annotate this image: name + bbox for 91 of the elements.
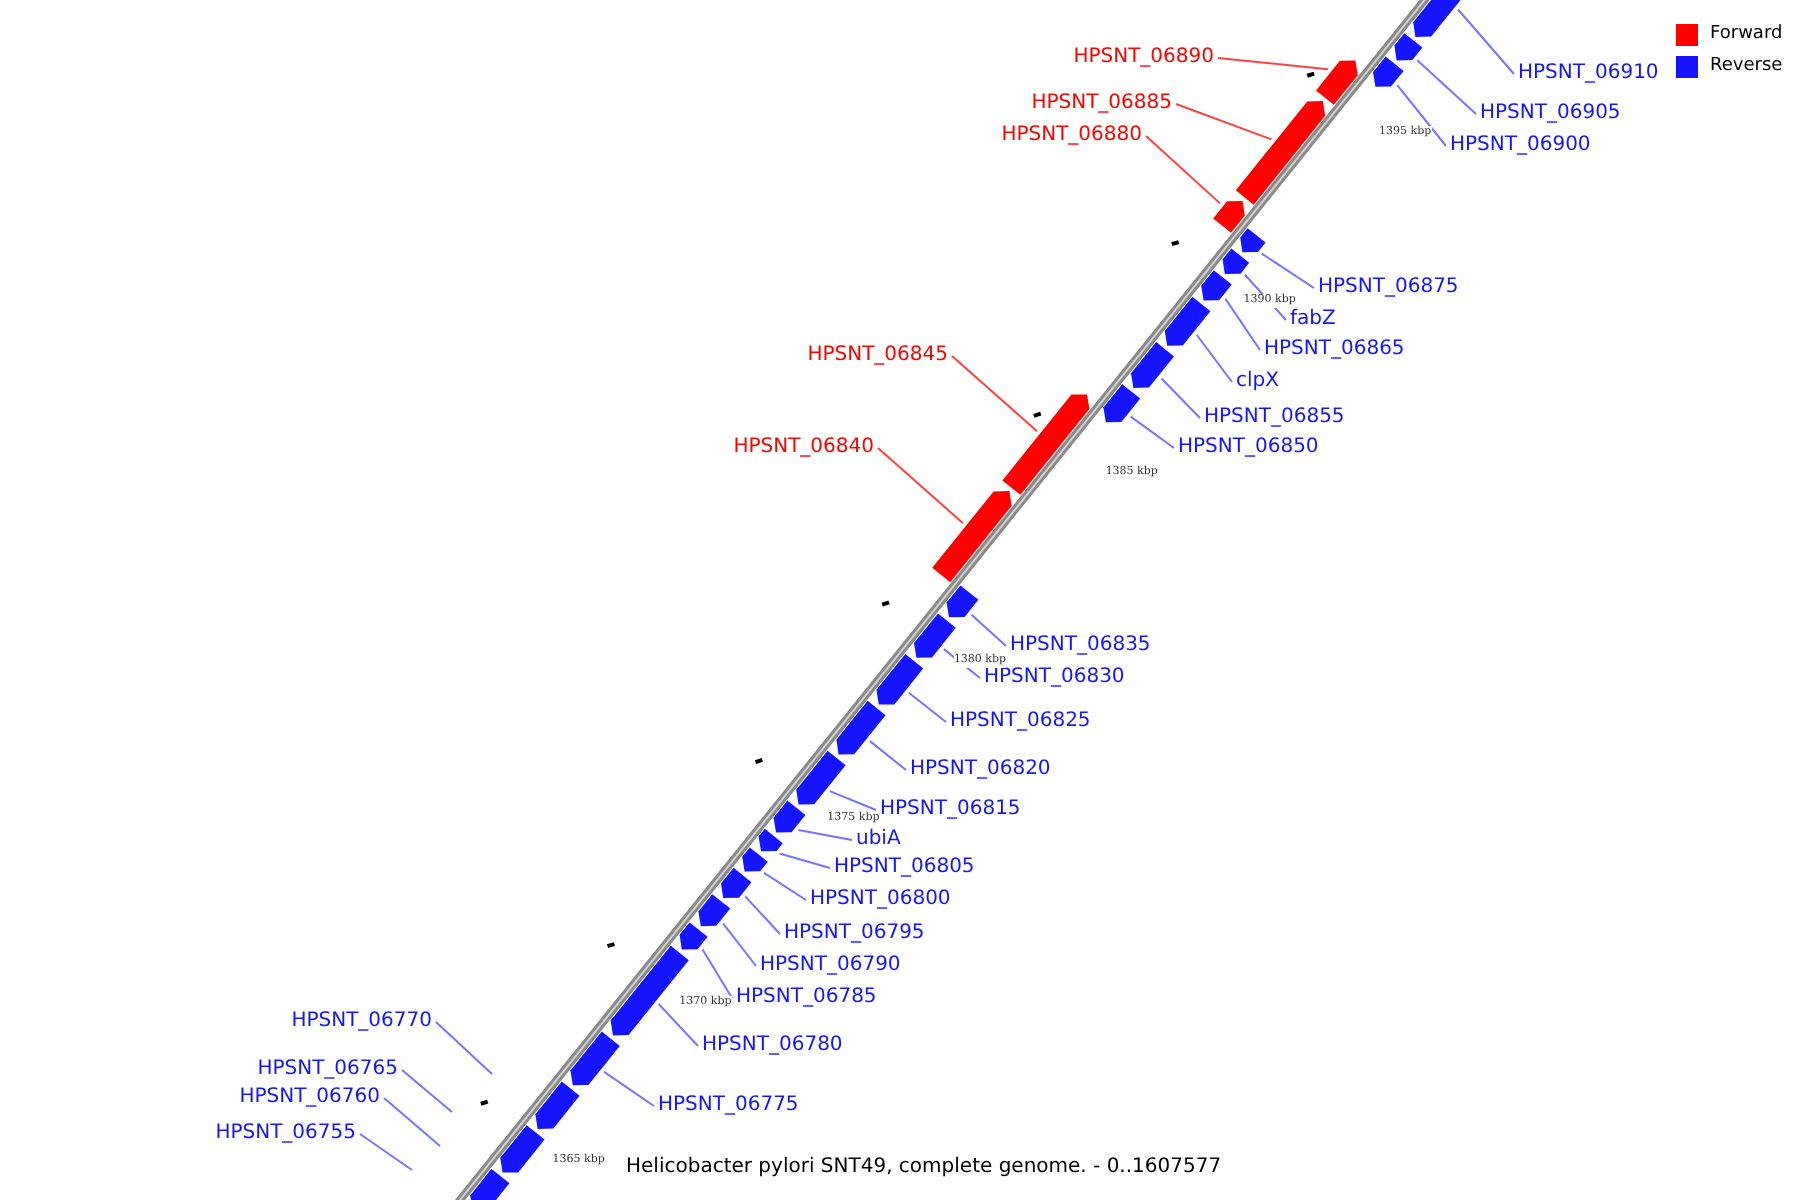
gene-label: HPSNT_06840 bbox=[733, 436, 874, 460]
gene-label: HPSNT_06845 bbox=[807, 344, 948, 368]
gene-segment bbox=[721, 867, 752, 898]
leader-line bbox=[970, 613, 1007, 647]
leader-line bbox=[1217, 57, 1329, 71]
gene-segment bbox=[932, 491, 1012, 583]
gene-segment bbox=[946, 585, 979, 618]
leader-line bbox=[722, 922, 757, 967]
gene-label: HPSNT_06855 bbox=[1204, 406, 1345, 430]
leader-line bbox=[951, 355, 1038, 433]
gene-segment bbox=[1131, 342, 1174, 388]
leader-line bbox=[1175, 103, 1273, 141]
gene-segment bbox=[773, 800, 806, 833]
gene-segment bbox=[914, 613, 956, 658]
gene-segment bbox=[500, 1125, 545, 1173]
gene-label: HPSNT_06785 bbox=[736, 986, 877, 1010]
gene-segment bbox=[1213, 201, 1245, 233]
gene-label: HPSNT_06800 bbox=[810, 888, 951, 912]
leader-line bbox=[1457, 8, 1515, 75]
gene-segment bbox=[876, 654, 924, 705]
gene-label: HPSNT_06805 bbox=[834, 856, 975, 880]
leader-line bbox=[603, 1070, 655, 1107]
leader-line bbox=[744, 895, 781, 935]
gene-label: HPSNT_06815 bbox=[880, 798, 1021, 822]
legend-label: Reverse bbox=[1710, 56, 1783, 76]
gene-label: HPSNT_06875 bbox=[1318, 276, 1459, 300]
gene-label: HPSNT_06865 bbox=[1264, 338, 1405, 362]
leader-line bbox=[1129, 415, 1175, 449]
gene-label: HPSNT_06890 bbox=[1073, 46, 1214, 70]
leader-line bbox=[1145, 135, 1222, 205]
gene-label: HPSNT_06825 bbox=[950, 710, 1091, 734]
gene-label: HPSNT_06900 bbox=[1450, 134, 1591, 158]
gene-segment bbox=[796, 750, 846, 805]
gene-segment bbox=[1164, 296, 1211, 346]
gene-label: HPSNT_06790 bbox=[760, 954, 901, 978]
gene-segment bbox=[1373, 56, 1404, 87]
leader-line bbox=[1160, 377, 1201, 419]
leader-line bbox=[657, 1003, 699, 1047]
leader-line bbox=[828, 790, 877, 811]
leader-line bbox=[1396, 84, 1447, 147]
gene-label: HPSNT_06835 bbox=[1010, 634, 1151, 658]
gene-label: HPSNT_06850 bbox=[1178, 436, 1319, 460]
gene-segment bbox=[698, 894, 731, 927]
leader-line bbox=[435, 1021, 493, 1075]
gene-label: HPSNT_06885 bbox=[1031, 92, 1172, 116]
gene-label: HPSNT_06755 bbox=[215, 1122, 356, 1146]
leader-line bbox=[1416, 59, 1477, 115]
gene-label: HPSNT_06795 bbox=[784, 922, 925, 946]
gene-segment bbox=[758, 828, 783, 852]
gene-segment bbox=[679, 922, 708, 950]
gene-segment bbox=[570, 1031, 620, 1086]
gene-segment bbox=[1002, 394, 1090, 495]
gene-segment bbox=[1316, 60, 1358, 105]
leader-line bbox=[701, 948, 733, 999]
gene-label: HPSNT_06905 bbox=[1480, 102, 1621, 126]
leader-line bbox=[762, 871, 807, 901]
gene-label: HPSNT_06830 bbox=[984, 666, 1125, 690]
gene-segment bbox=[1103, 384, 1141, 423]
gene-segment bbox=[1240, 228, 1266, 253]
gene-segment bbox=[470, 1168, 510, 1200]
leader-line bbox=[868, 740, 907, 771]
gene-segment bbox=[1201, 270, 1232, 301]
leader-line bbox=[1260, 252, 1315, 289]
leader-line bbox=[1195, 333, 1233, 383]
gene-segment bbox=[1394, 33, 1423, 61]
leader-line bbox=[383, 1097, 441, 1147]
caption: Helicobacter pylori SNT49, complete genome. - 0..1607577 bbox=[626, 1156, 1222, 1180]
gene-label: HPSNT_06880 bbox=[1001, 124, 1142, 148]
gene-segment bbox=[535, 1081, 580, 1129]
gene-label: HPSNT_06770 bbox=[291, 1010, 432, 1034]
gene-label: HPSNT_06910 bbox=[1518, 62, 1659, 86]
gene-label: ubiA bbox=[856, 828, 901, 852]
leader-line bbox=[907, 691, 947, 723]
gene-label: HPSNT_06780 bbox=[702, 1034, 843, 1058]
gene-label: HPSNT_06760 bbox=[239, 1086, 380, 1110]
gene-label: HPSNT_06765 bbox=[257, 1058, 398, 1082]
gene-segment bbox=[1235, 101, 1326, 205]
gene-label: fabZ bbox=[1290, 308, 1336, 332]
gene-label: clpX bbox=[1236, 370, 1279, 394]
leader-line bbox=[797, 829, 853, 841]
gene-segment bbox=[836, 700, 886, 755]
leader-line bbox=[877, 447, 964, 525]
legend-label: Forward bbox=[1710, 24, 1783, 44]
gene-segment bbox=[1222, 248, 1250, 274]
gene-label: HPSNT_06775 bbox=[658, 1094, 799, 1118]
gene-label: HPSNT_06820 bbox=[910, 758, 1051, 782]
leader-line bbox=[778, 852, 831, 869]
leader-line bbox=[359, 1133, 413, 1171]
gene-segment bbox=[742, 847, 768, 872]
leader-line bbox=[1224, 297, 1261, 351]
leader-line bbox=[401, 1069, 453, 1113]
